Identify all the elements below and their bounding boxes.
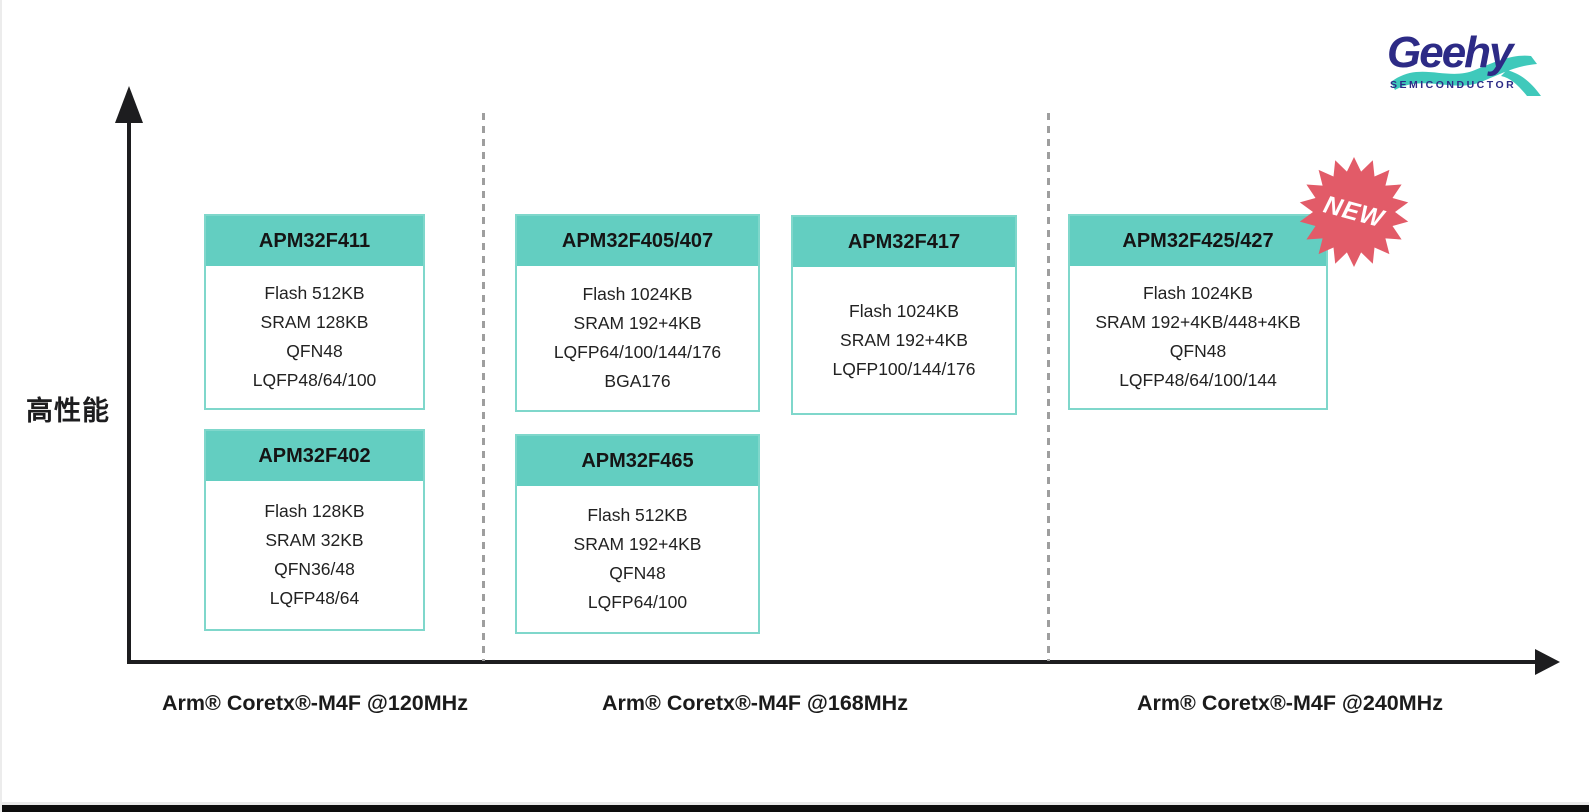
- spec-line: LQFP64/100/144/176: [553, 342, 722, 362]
- column-divider-dashed-line: [482, 113, 485, 661]
- spec-line: QFN36/48: [274, 559, 355, 579]
- product-name: APM32F425/427: [1070, 216, 1326, 266]
- spec-line: LQFP100/144/176: [832, 358, 976, 379]
- product-name: APM32F411: [206, 216, 423, 266]
- spec-line: Flash 1024KB: [582, 284, 693, 304]
- product-box-apm32f402: APM32F402 Flash 128KB SRAM 32KB QFN36/48…: [204, 429, 425, 631]
- product-name: APM32F405/407: [517, 216, 758, 266]
- product-specs: Flash 512KB SRAM 192+4KB QFN48 LQFP64/10…: [517, 486, 758, 632]
- spec-line: LQFP64/100: [587, 592, 688, 612]
- spec-line: Flash 512KB: [264, 283, 365, 303]
- spec-line: SRAM 192+4KB/448+4KB: [1095, 312, 1301, 332]
- product-name: APM32F465: [517, 436, 758, 486]
- spec-line: Flash 128KB: [264, 501, 365, 521]
- product-box-apm32f465: APM32F465 Flash 512KB SRAM 192+4KB QFN48…: [515, 434, 760, 634]
- product-name: APM32F402: [206, 431, 423, 481]
- logo-swoosh-icon: [1391, 55, 1541, 96]
- spec-line: SRAM 192+4KB: [573, 313, 702, 333]
- spec-line: LQFP48/64/100/144: [1119, 370, 1277, 390]
- starburst-icon: [1299, 157, 1409, 267]
- spec-line: Flash 512KB: [587, 505, 688, 525]
- spec-line: SRAM 128KB: [260, 312, 369, 332]
- spec-line: BGA176: [604, 371, 671, 391]
- spec-line: QFN48: [286, 341, 343, 361]
- x-axis-line: [127, 660, 1539, 664]
- y-axis-line: [127, 92, 131, 663]
- new-badge: NEW: [1298, 156, 1410, 268]
- logo-brand-text: Geehy: [1387, 28, 1514, 77]
- spec-line: SRAM 32KB: [265, 530, 364, 550]
- logo-subtitle-text: SEMICONDUCTOR: [1390, 79, 1517, 91]
- product-specs: Flash 1024KB SRAM 192+4KB LQFP100/144/17…: [793, 267, 1015, 413]
- spec-line: Flash 1024KB: [1143, 283, 1253, 303]
- spec-line: QFN48: [609, 563, 666, 583]
- product-name: APM32F417: [793, 217, 1015, 267]
- spec-line: SRAM 192+4KB: [573, 534, 702, 554]
- bottom-edge-bar: [2, 802, 1589, 812]
- x-axis-label-168mhz: Arm® Coretx®-M4F @168MHz: [602, 691, 908, 715]
- product-box-apm32f405-407: APM32F405/407 Flash 1024KB SRAM 192+4KB …: [515, 214, 760, 412]
- y-axis-label: 高性能: [26, 396, 110, 426]
- spec-line: QFN48: [1169, 341, 1227, 361]
- product-specs: Flash 1024KB SRAM 192+4KB LQFP64/100/144…: [517, 266, 758, 410]
- spec-line: LQFP48/64: [269, 588, 360, 608]
- column-divider-dashed-line: [1047, 113, 1050, 661]
- spec-line: SRAM 192+4KB: [840, 329, 968, 350]
- x-axis-label-240mhz: Arm® Coretx®-M4F @240MHz: [1137, 691, 1443, 715]
- product-specs: Flash 128KB SRAM 32KB QFN36/48 LQFP48/64: [206, 481, 423, 629]
- spec-line: Flash 1024KB: [849, 300, 959, 321]
- product-box-apm32f411: APM32F411 Flash 512KB SRAM 128KB QFN48 L…: [204, 214, 425, 410]
- product-specs: Flash 1024KB SRAM 192+4KB/448+4KB QFN48 …: [1070, 266, 1326, 408]
- geehy-logo: Geehy SEMICONDUCTOR: [1383, 26, 1553, 106]
- y-axis-arrow-icon: [115, 86, 143, 123]
- product-box-apm32f425-427: APM32F425/427 Flash 1024KB SRAM 192+4KB/…: [1068, 214, 1328, 410]
- product-box-apm32f417: APM32F417 Flash 1024KB SRAM 192+4KB LQFP…: [791, 215, 1017, 415]
- x-axis-arrow-icon: [1535, 649, 1560, 675]
- product-specs: Flash 512KB SRAM 128KB QFN48 LQFP48/64/1…: [206, 266, 423, 408]
- x-axis-label-120mhz: Arm® Coretx®-M4F @120MHz: [162, 691, 468, 715]
- spec-line: LQFP48/64/100: [252, 370, 377, 390]
